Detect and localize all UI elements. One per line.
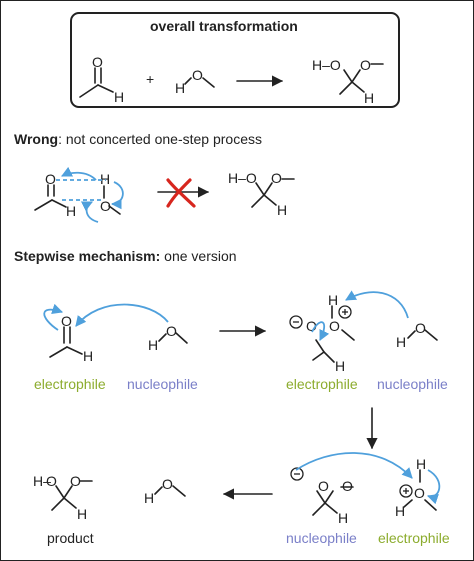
atom-h-s2b: H	[335, 358, 345, 374]
atom-h-s1: H	[83, 348, 93, 364]
curved-arrow-s3a	[295, 452, 413, 479]
curved-arrow-s2a	[345, 290, 409, 319]
atom-o-f2: O	[70, 473, 81, 489]
atom-h-f3: H	[144, 490, 154, 506]
atom-h-s2c: H	[396, 334, 406, 350]
atom-h-s3c: H	[395, 503, 405, 519]
atom-ho-top: H–O	[312, 57, 341, 73]
atom-ho-w: H–O	[228, 170, 257, 186]
atom-h-2: H	[175, 80, 185, 96]
box-title: overall transformation	[150, 18, 298, 34]
stepwise-heading-rest: one version	[160, 248, 237, 264]
wrong-heading-bold: Wrong	[14, 131, 59, 147]
curved-arrow-w3	[80, 201, 99, 223]
atom-h-s2a: H	[328, 292, 338, 308]
atom-h-1: H	[114, 89, 124, 105]
plus-sign: +	[146, 71, 154, 87]
atom-o-s1b: O	[166, 323, 177, 339]
atom-o-1: O	[92, 54, 103, 70]
atom-h-w3: H	[277, 202, 287, 218]
label-electrophile-3: electrophile	[378, 530, 450, 546]
atom-o-w3: O	[271, 170, 282, 186]
overall-transformation-box	[70, 12, 400, 108]
wrong-product	[251, 178, 295, 208]
step3-alkoxide	[312, 486, 354, 516]
atom-h-s3: H	[338, 510, 348, 526]
atom-o-f3: O	[162, 476, 173, 492]
step1-methanol	[158, 332, 188, 344]
atom-h-s3b: H	[416, 456, 426, 472]
methanol-top	[184, 77, 215, 88]
atom-h-w1: H	[66, 203, 76, 219]
final-methanol	[154, 485, 186, 497]
step1-aldehyde	[49, 326, 83, 358]
curved-arrow-s3b	[426, 469, 441, 505]
aldehyde-top	[79, 67, 114, 98]
hemiacetal-top	[339, 63, 384, 95]
step2-intermediate	[312, 305, 355, 363]
label-electrophile-1: electrophile	[34, 376, 106, 392]
atom-o-2: O	[192, 67, 203, 83]
curved-arrow-w2	[61, 166, 97, 181]
label-nucleophile-3: nucleophile	[286, 530, 357, 546]
atom-o-w1: O	[45, 171, 56, 187]
atom-h-f1: H–	[33, 473, 51, 489]
final-product	[51, 480, 93, 511]
stepwise-heading: Stepwise mechanism: one version	[14, 248, 237, 264]
atom-h-3: H	[364, 90, 374, 106]
wrong-reactants	[34, 184, 121, 215]
curved-arrow-s2b	[311, 321, 330, 341]
atom-o-s1: O	[61, 313, 72, 329]
stepwise-heading-bold: Stepwise mechanism:	[14, 248, 161, 264]
label-nucleophile-2: nucleophile	[377, 376, 448, 392]
label-nucleophile-1: nucleophile	[127, 376, 198, 392]
atom-o-s2b: O	[329, 318, 340, 334]
atom-h-s1b: H	[148, 337, 158, 353]
curved-arrow-s1a	[43, 303, 64, 331]
curved-arrow-w1	[110, 181, 124, 210]
atom-o-s3c: O	[414, 485, 425, 501]
wrong-heading-rest: : not concerted one-step process	[58, 131, 262, 147]
atom-o-s2: O	[306, 318, 317, 334]
step3-oxonium	[403, 469, 437, 511]
atom-o-s3: O	[318, 478, 329, 494]
wrong-heading: Wrong: not concerted one-step process	[14, 131, 262, 147]
cross-mark	[166, 178, 196, 208]
atom-o-3: O	[360, 57, 371, 73]
atom-o-s2c: O	[415, 320, 426, 336]
step2-methanol	[407, 329, 438, 341]
label-electrophile-2: electrophile	[286, 376, 358, 392]
curved-arrow-s1b	[75, 303, 169, 327]
atom-o-w2: O	[100, 198, 111, 214]
atom-o-s3b: O	[342, 478, 353, 494]
atom-o-f1: O	[46, 473, 57, 489]
atom-h-w2: H	[100, 171, 110, 187]
label-product: product	[47, 530, 94, 546]
atom-h-f2: H	[77, 506, 87, 522]
